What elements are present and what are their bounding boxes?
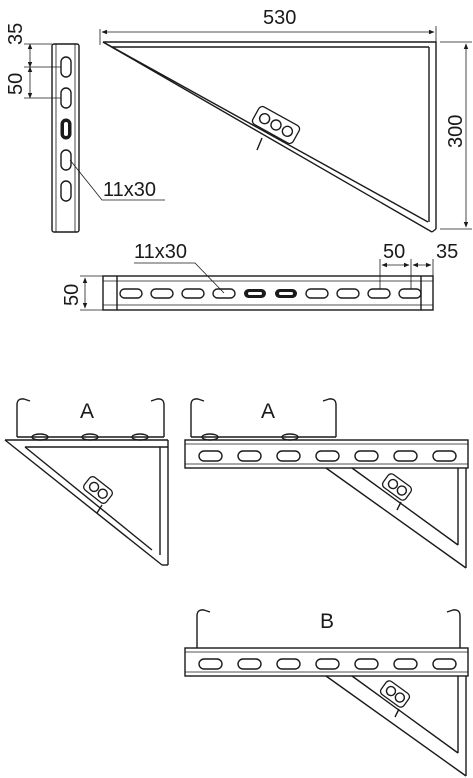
rail-slots: [119, 288, 422, 299]
dim-hole-pitch-horizontal: 50: [383, 241, 405, 263]
dim-slot-horizontal: 11x30: [134, 241, 187, 263]
vertical-profile-view: [51, 43, 80, 233]
mount-a-left-label: A: [80, 400, 94, 423]
bracket-dimensions: 530 300: [99, 7, 472, 230]
dim-end-offset: 35: [436, 241, 458, 263]
dim-height: 300: [445, 115, 467, 148]
dim-slot-vertical: 11x30: [103, 179, 156, 201]
bracket-front-view: [102, 41, 437, 233]
vertical-dimensions: 35 50 11x30: [5, 23, 165, 201]
dim-width: 530: [263, 7, 296, 29]
rail-top-view: [102, 275, 434, 311]
dim-rail-height: 50: [61, 284, 83, 306]
mount-b-label: B: [320, 610, 334, 633]
dim-top-offset: 35: [5, 23, 27, 45]
mount-a-left-view: A: [4, 398, 169, 566]
rail-dimensions: 11x30 50 35 50: [61, 241, 458, 311]
mount-b-view: B: [184, 609, 469, 777]
dim-hole-pitch-vertical: 50: [5, 73, 27, 95]
mount-a-right-label: A: [261, 400, 275, 423]
mount-a-right-view: A: [184, 398, 469, 569]
